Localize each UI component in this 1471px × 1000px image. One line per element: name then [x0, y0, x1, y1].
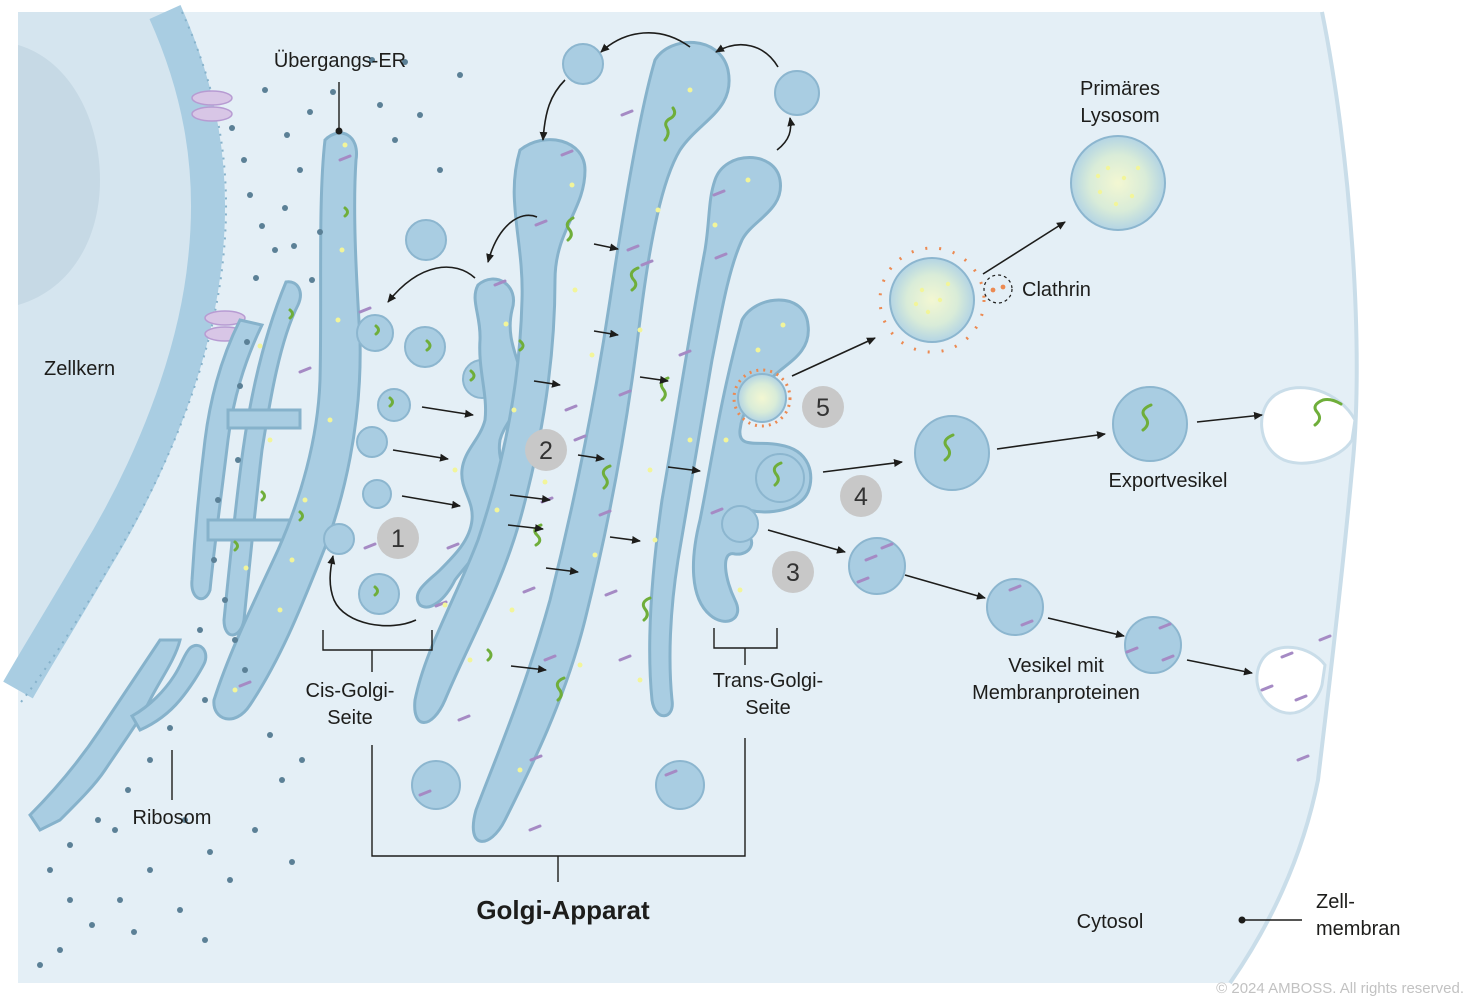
luminal-dots: [232, 87, 1141, 773]
transitional-er: [212, 131, 362, 721]
primary-lysosome: [1070, 135, 1166, 231]
label-golgi-apparatus: Golgi-Apparat: [476, 895, 650, 925]
label-cell-membrane-1: Zell-: [1316, 891, 1355, 913]
label-membrane-vesicle-2: Membranproteinen: [972, 682, 1140, 704]
leader-lines: [171, 82, 1302, 924]
clathrin-coated-bud: [732, 368, 792, 428]
exocytosis-pocket-cargo: [1260, 386, 1357, 465]
ribosomes: [37, 57, 463, 968]
step-number: 3: [786, 559, 800, 587]
label-trans-golgi-2: Seite: [745, 697, 791, 719]
label-cell-membrane-2: membran: [1316, 918, 1400, 940]
nuclear-envelope: [3, 5, 225, 699]
rough-er: [28, 280, 302, 832]
step-badge-2: 2: [525, 429, 567, 471]
label-trans-golgi-1: Trans-Golgi-: [713, 670, 823, 692]
label-cis-golgi-1: Cis-Golgi-: [306, 680, 395, 702]
trans-vesicles: [721, 453, 805, 543]
cell-membrane: [1228, 11, 1359, 985]
step-badge-1: 1: [377, 517, 419, 559]
label-ribosome: Ribosom: [133, 807, 212, 829]
step-number: 5: [816, 394, 830, 422]
label-export-vesicle: Exportvesikel: [1109, 470, 1228, 492]
step-number: 1: [391, 525, 405, 553]
nucleolus: [18, 45, 100, 305]
step-badge-3: 3: [772, 551, 814, 593]
clathrin-icon: [983, 274, 1013, 304]
label-membrane-vesicle-1: Vesikel mit: [1008, 655, 1104, 677]
exocytosis-pocket-membrane: [1255, 645, 1327, 715]
export-vesicles: [914, 386, 1188, 491]
step-badge-4: 4: [840, 475, 882, 517]
copyright: © 2024 AMBOSS. All rights reserved.: [1216, 980, 1464, 997]
label-primary-lysosome-2: Lysosom: [1080, 105, 1159, 127]
label-cytosol: Cytosol: [1077, 911, 1144, 933]
label-primary-lysosome-1: Primäres: [1080, 78, 1160, 100]
golgi-cisternae: [413, 40, 813, 843]
step-number: 2: [539, 437, 553, 465]
label-cis-golgi-2: Seite: [327, 707, 373, 729]
clathrin-coated-vesicle: [878, 246, 986, 354]
label-nucleus: Zellkern: [44, 358, 115, 380]
cis-vesicles: [323, 43, 820, 810]
step-badge-5: 5: [802, 386, 844, 428]
step-number: 4: [854, 483, 868, 511]
label-clathrin: Clathrin: [1022, 279, 1091, 301]
label-transitional-er: Übergangs-ER: [274, 50, 406, 72]
